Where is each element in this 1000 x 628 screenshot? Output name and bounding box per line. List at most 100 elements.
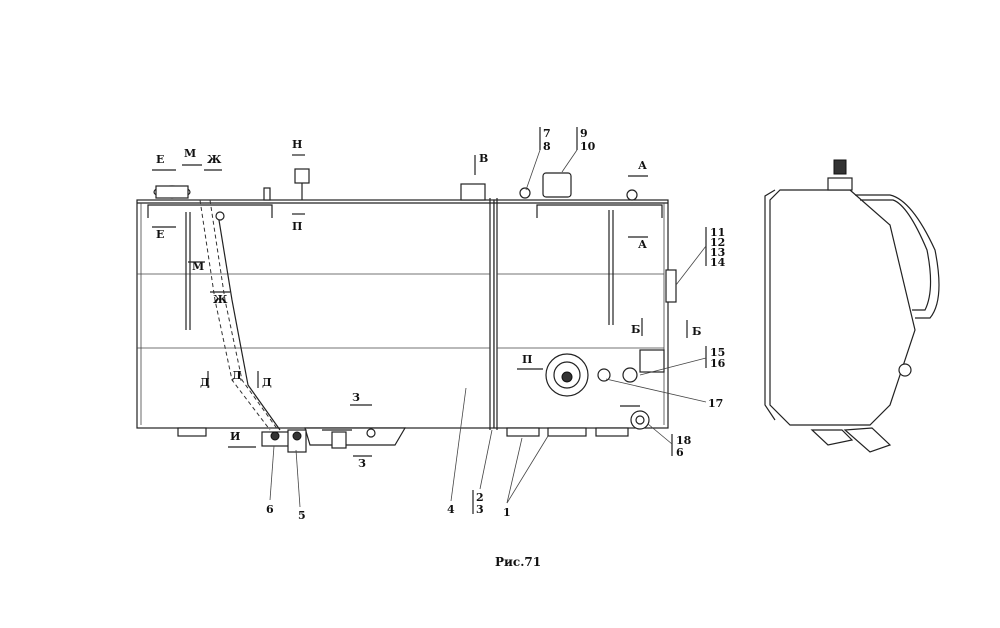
callout-5: 5 — [298, 509, 306, 522]
filler-plug — [561, 371, 573, 383]
callout-8: 8 — [543, 140, 551, 153]
callout-3: 3 — [476, 503, 484, 516]
cover-15-16 — [639, 349, 665, 373]
callouts: 7 8 9 10 11 12 13 14 15 16 17 18 6 6 5 4… — [266, 127, 726, 522]
side-fittings — [545, 269, 677, 397]
breather-top — [294, 168, 310, 184]
leader-7-8 — [525, 149, 541, 191]
pipe-solid — [217, 213, 281, 431]
label-P-small: П — [292, 220, 302, 233]
callout-9: 9 — [580, 127, 588, 140]
tank-left-section — [136, 199, 495, 429]
valve-6-knob — [270, 431, 280, 441]
figure-caption: Рис.71 — [495, 555, 541, 569]
view-indicators: Е М Ж Н В А Е П А М Ж Б Б П Д Д Д З И — [152, 138, 701, 470]
side-strap-right — [855, 194, 940, 319]
label-D-left: Д — [200, 376, 210, 389]
label-D-mid: Д — [232, 369, 242, 382]
label-ZH-top: Ж — [207, 153, 222, 166]
side-cap-top — [833, 159, 847, 175]
leader-11-14 — [675, 245, 707, 286]
strap-left — [147, 204, 273, 218]
fuel-tank-side-view — [764, 159, 940, 453]
callout-13: 13 — [710, 246, 725, 259]
callout-6: 6 — [266, 503, 274, 516]
bottom-valves — [261, 405, 650, 453]
leader-18 — [647, 423, 673, 445]
fitting-15 — [622, 367, 638, 383]
strap-right — [536, 204, 663, 218]
leader-17 — [605, 378, 707, 403]
vent-nut — [626, 189, 638, 201]
foot-mid-a — [506, 427, 540, 437]
label-A-mid: А — [638, 238, 647, 251]
foot-mid-b — [547, 427, 587, 437]
side-valve-bottom — [810, 429, 854, 446]
side-valve-right — [843, 427, 892, 453]
callout-14: 14 — [710, 256, 726, 269]
leader-5 — [295, 449, 301, 508]
valve-5-knob — [292, 431, 302, 441]
side-fitting — [898, 363, 912, 377]
top-fittings — [153, 168, 638, 201]
fuel-tank-front-view — [136, 198, 669, 446]
pipe-outer — [199, 199, 271, 431]
callout-1: 1 — [503, 506, 511, 519]
side-strap-right-inner — [860, 199, 932, 311]
side-strap-left — [764, 189, 776, 421]
label-M-mid: М — [192, 260, 204, 273]
callout-7: 7 — [543, 127, 551, 140]
label-B-right: Б — [692, 325, 701, 338]
filler-neck-left — [155, 185, 189, 199]
leader-1a — [506, 437, 523, 504]
label-A-top: А — [638, 159, 647, 172]
callout-11: 11 — [710, 226, 725, 239]
side-cap-base — [827, 177, 853, 191]
fitting-17 — [597, 368, 611, 382]
side-sensor — [665, 269, 677, 303]
callout-4: 4 — [447, 503, 455, 516]
label-Z-bot: З — [358, 457, 366, 470]
tank-right-section — [493, 199, 669, 429]
callout-18: 18 — [676, 434, 692, 447]
pipe-assembly — [199, 199, 281, 431]
pipe-elbow — [215, 211, 225, 221]
callout-10: 10 — [580, 140, 596, 153]
label-N-top: Н — [292, 138, 302, 151]
pipe-inner — [209, 199, 279, 431]
leader-15-16 — [639, 357, 707, 376]
callout-12: 12 — [710, 236, 725, 249]
leader-6 — [269, 445, 275, 501]
leader-9-10 — [561, 149, 578, 173]
foot-left — [177, 427, 207, 437]
sensor-nut-7 — [519, 187, 531, 199]
callout-17: 17 — [708, 397, 723, 410]
bracket-top — [263, 187, 271, 201]
plug-bottom — [366, 428, 376, 438]
top-block — [460, 183, 486, 201]
label-Z-mid: З — [352, 391, 360, 404]
label-V: В — [479, 152, 488, 165]
side-body — [769, 189, 916, 426]
label-E-bot: Е — [156, 228, 164, 241]
bottom-tray — [304, 427, 407, 446]
foot-mid-c — [595, 427, 629, 437]
sensor-cap-9 — [542, 172, 572, 198]
drain-plug-18-inner — [635, 415, 645, 425]
callout-6-right: 6 — [676, 446, 684, 459]
leader-2-3 — [479, 429, 493, 490]
label-M: М — [184, 147, 196, 160]
leader-4 — [450, 387, 467, 502]
label-B-left: Б — [631, 323, 640, 336]
label-P-filler: П — [522, 353, 532, 366]
callout-2: 2 — [476, 491, 484, 504]
label-D-right: Д — [262, 376, 272, 389]
tap-bottom — [331, 431, 347, 449]
callout-15: 15 — [710, 346, 725, 359]
callout-16: 16 — [710, 357, 726, 370]
leader-1b — [506, 435, 549, 504]
label-I-bot: И — [230, 430, 240, 443]
label-ZH-mid: Ж — [213, 293, 228, 306]
